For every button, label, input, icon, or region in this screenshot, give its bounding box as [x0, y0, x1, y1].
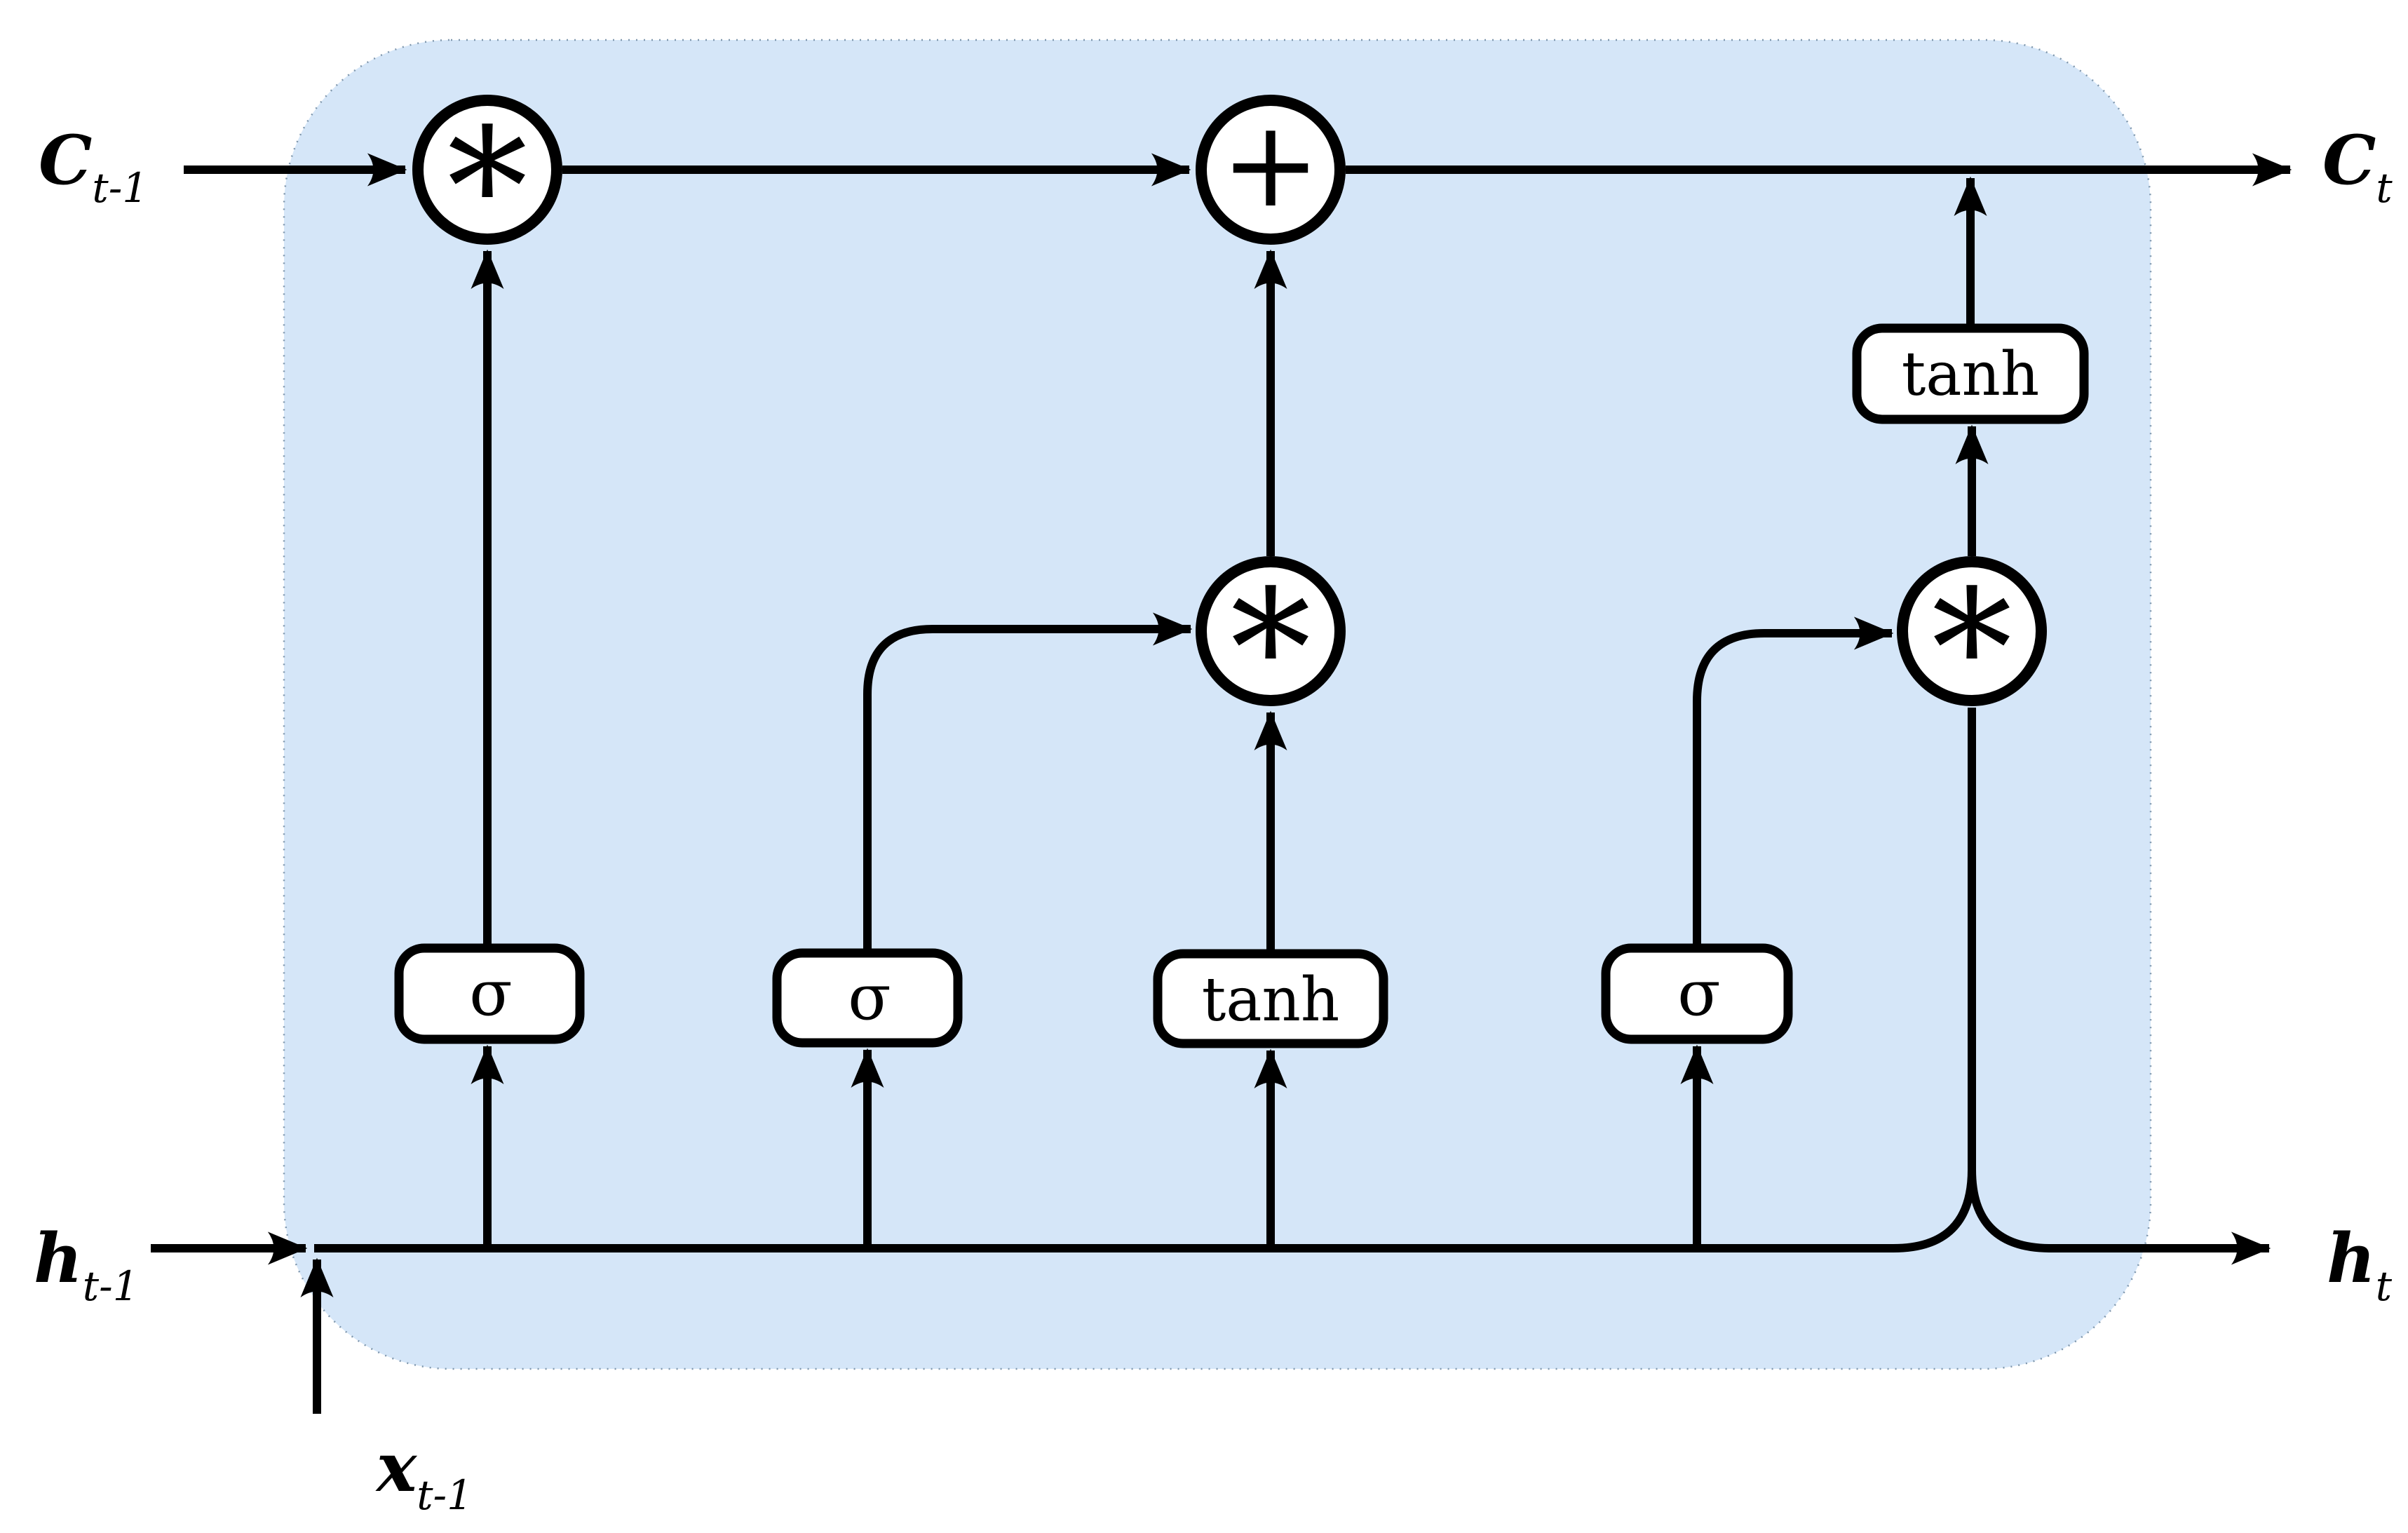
x-input-label: xt-1	[375, 1428, 473, 1519]
output-activation-label: tanh	[1902, 339, 2040, 410]
input-gate-label: σ	[848, 961, 891, 1034]
forget-gate-box	[394, 943, 585, 1044]
candidate-gate-label: tanh	[1202, 965, 1340, 1035]
forget-gate-label: σ	[469, 957, 512, 1030]
input-multiply-node	[1196, 556, 1346, 706]
candidate-gate-box	[1153, 949, 1388, 1048]
wires	[151, 153, 2292, 1414]
gate-boxes: σ σ tanh σ tanh	[394, 323, 2089, 1048]
h-prev-label: ht-1	[34, 1219, 139, 1310]
cell-body-background	[283, 39, 2152, 1370]
output-gate-box	[1601, 943, 1793, 1044]
output-gate-label: σ	[1677, 957, 1720, 1030]
h-line-out	[1968, 1169, 2271, 1265]
cell-add-symbol: +	[1221, 95, 1320, 234]
cell-add-node	[1196, 95, 1346, 245]
output-multiply-symbol: *	[1932, 556, 2013, 743]
forget-multiply-node	[412, 95, 562, 245]
io-labels: Ct-1 Ct ht-1 ht xt-1	[34, 121, 2393, 1519]
output-multiply-node	[1897, 556, 2047, 706]
operator-nodes: * + * *	[412, 95, 2047, 743]
forget-multiply-symbol: *	[447, 95, 528, 282]
h-next-label: ht	[2327, 1219, 2393, 1310]
input-multiply-symbol: *	[1231, 556, 1311, 743]
c-next-label: Ct	[2322, 121, 2393, 212]
output-activation-box	[1852, 323, 2089, 424]
output-to-multiply	[1693, 616, 1894, 948]
input-to-multiply	[863, 612, 1193, 953]
input-gate-box	[772, 948, 963, 1048]
c-prev-label: Ct-1	[39, 121, 148, 212]
